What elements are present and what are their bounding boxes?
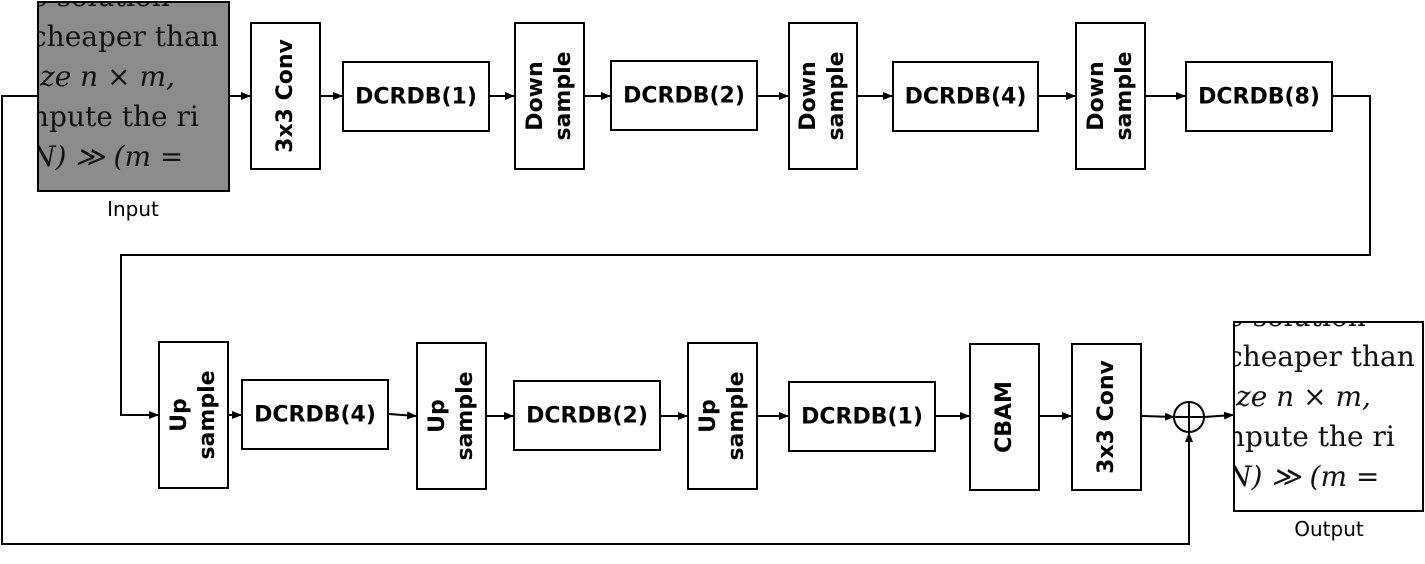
conv-block-top: 3x3 Conv	[250, 22, 321, 170]
dcrdb1-bottom-label: DCRDB(1)	[801, 404, 923, 429]
dcrdb2-bottom-label: DCRDB(2)	[526, 403, 648, 428]
dcrdb1-block-top: DCRDB(1)	[342, 61, 490, 132]
input-image-text: e solution cheaper than ize n × m, npute…	[37, 3, 219, 173]
dcrdb8-block: DCRDB(8)	[1185, 61, 1333, 132]
arrow-dcrdb8-to-up1	[120, 95, 1371, 419]
conv-block-bottom: 3x3 Conv	[1071, 343, 1142, 491]
down3-line2: sample	[1111, 51, 1137, 141]
dcrdb8-label: DCRDB(8)	[1198, 84, 1320, 109]
cbam-block: CBAM	[969, 343, 1040, 491]
down2-line1: Down	[796, 61, 821, 131]
dcrdb4-top-label: DCRDB(4)	[904, 84, 1027, 109]
dcrdb4-block-bottom: DCRDB(4)	[241, 379, 389, 450]
upsample2-block: Up sample	[416, 342, 487, 490]
dcrdb2-block-top: DCRDB(2)	[610, 60, 758, 131]
arrow-conv-to-sum	[1141, 412, 1175, 421]
output-image-text: e solution cheaper than ize n × m, npute…	[1233, 323, 1415, 493]
up3-line1: Up	[695, 399, 721, 433]
up1-line2: sample	[194, 370, 220, 460]
up1-line1: Up	[166, 398, 192, 432]
cbam-label: CBAM	[991, 381, 1017, 453]
dcrdb1-block-bottom: DCRDB(1)	[788, 381, 936, 452]
output-label: Output	[1294, 517, 1364, 541]
output-image: e solution cheaper than ize n × m, npute…	[1233, 321, 1424, 512]
downsample2-block: Down sample	[788, 22, 858, 170]
input-label: Input	[107, 197, 159, 221]
arrow-dcrdb4-to-up2	[388, 411, 417, 420]
up3-line2: sample	[723, 371, 749, 461]
dcrdb4-bottom-label: DCRDB(4)	[254, 402, 376, 427]
dcrdb1-top-label: DCRDB(1)	[355, 84, 477, 109]
down1-line1: Down	[522, 61, 548, 131]
dcrdb4-block-top: DCRDB(4)	[892, 61, 1039, 132]
upsample3-block: Up sample	[687, 342, 758, 490]
down2-line2: sample	[824, 51, 849, 141]
down1-line2: sample	[550, 51, 576, 141]
up2-line2: sample	[452, 371, 478, 461]
conv-bottom-label: 3x3 Conv	[1093, 360, 1119, 474]
down3-line1: Down	[1083, 61, 1109, 131]
upsample1-block: Up sample	[158, 341, 229, 489]
conv-top-label: 3x3 Conv	[272, 39, 298, 153]
input-image: e solution cheaper than ize n × m, npute…	[37, 1, 230, 192]
dcrdb2-top-label: DCRDB(2)	[623, 83, 745, 108]
downsample1-block: Down sample	[514, 22, 585, 170]
arrow-sum-to-output	[1203, 411, 1234, 420]
up2-line1: Up	[424, 399, 450, 433]
skip-connection	[1, 95, 1193, 545]
dcrdb2-block-bottom: DCRDB(2)	[513, 380, 661, 451]
downsample3-block: Down sample	[1075, 22, 1146, 170]
